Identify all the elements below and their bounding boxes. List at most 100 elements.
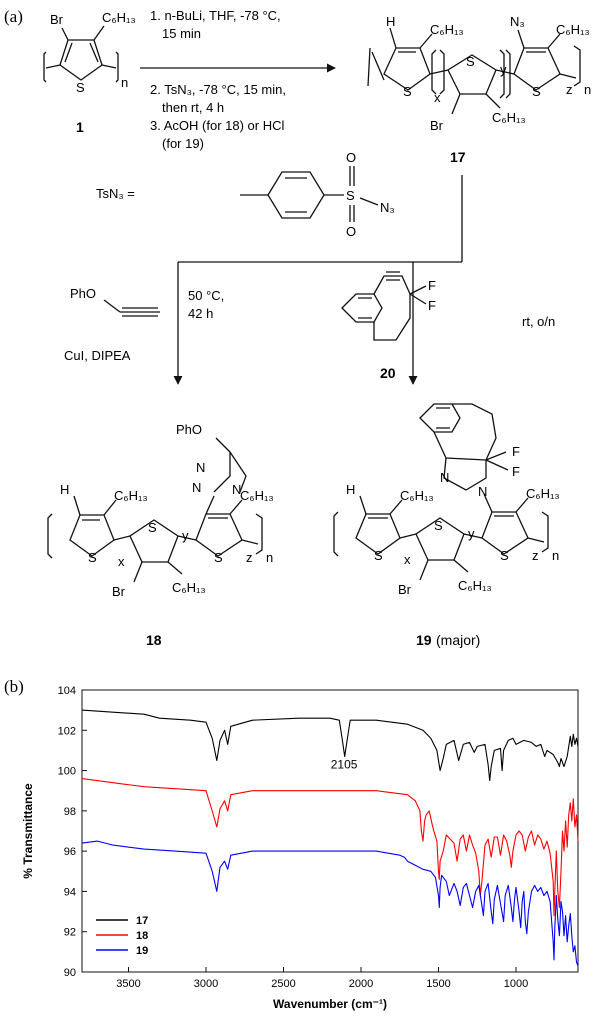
- c17-hexyl-2: C₆H₁₃: [556, 22, 590, 37]
- y-tick-label: 104: [58, 685, 76, 697]
- compound-1-br: Br: [50, 12, 64, 27]
- c17-n: n: [584, 82, 591, 97]
- x-tick-label: 3500: [116, 978, 140, 990]
- c17-hexyl-1: C₆H₁₃: [430, 22, 464, 37]
- c19-s-1: S: [374, 548, 383, 563]
- c18-z: z: [246, 550, 253, 565]
- tsn3-s: S: [346, 188, 355, 203]
- condition-step1: 1. n-BuLi, THF, -78 °C,: [150, 8, 281, 23]
- series-line-19: [81, 840, 579, 967]
- c19-br: Br: [398, 582, 412, 597]
- panel-b-label: (b): [4, 677, 24, 696]
- y-tick-label: 90: [64, 967, 76, 979]
- c19-hexyl-2: C₆H₁₃: [526, 486, 560, 501]
- tsn3-structure: [240, 166, 379, 222]
- legend-label-19: 19: [136, 945, 148, 957]
- c18-hexyl-1: C₆H₁₃: [114, 488, 148, 503]
- c17-s-2: S: [466, 54, 475, 69]
- c18-br: Br: [112, 584, 126, 599]
- c17-z: z: [566, 82, 573, 97]
- x-tick-label: 1000: [504, 978, 528, 990]
- c19-hexyl-1: C₆H₁₃: [400, 488, 434, 503]
- x-tick-label: 2000: [349, 978, 373, 990]
- branch-arrows: [173, 175, 463, 385]
- legend-label-17: 17: [136, 915, 148, 927]
- x-tick-label: 2500: [271, 978, 295, 990]
- series-line-18: [81, 778, 579, 917]
- compound-20-number: 20: [380, 365, 396, 381]
- compound-1-sulfur: S: [76, 80, 85, 95]
- x-axis-label: Wavenumber (cm⁻¹): [273, 997, 387, 1011]
- c19-n: n: [552, 548, 559, 563]
- y-tick-label: 96: [64, 846, 76, 858]
- chart-legend: 17 18 19: [96, 915, 148, 957]
- compound-19-structure: [333, 403, 549, 581]
- tsn3-label: TsN₃ =: [96, 186, 135, 201]
- reaction-scheme: (a) Br C₆H₁₃ S n 1 1. n-BuLi, THF, -78 °…: [4, 7, 591, 648]
- y-axis-label: % Transmittance: [21, 783, 35, 879]
- c20-f-1: F: [428, 278, 436, 293]
- compound-17-number: 17: [450, 149, 466, 165]
- x-tick-label: 1500: [426, 978, 450, 990]
- c18-n-2: N: [192, 480, 201, 495]
- c18-h: H: [60, 482, 69, 497]
- c18-hexyl-2: C₆H₁₃: [240, 488, 274, 503]
- c18-x: x: [118, 554, 125, 569]
- c18-pho: PhO: [176, 422, 202, 437]
- c17-h: H: [386, 14, 395, 29]
- tsn3-o-bottom: O: [346, 224, 356, 239]
- legend-label-18: 18: [136, 930, 148, 942]
- c19-f-1: F: [512, 444, 520, 459]
- c18-n-1: N: [196, 460, 205, 475]
- condition-step2: 2. TsN₃, -78 °C, 15 min,: [150, 82, 286, 97]
- c19-s-2: S: [434, 518, 443, 533]
- y-tick-label: 102: [58, 725, 76, 737]
- tsn3-o-top: O: [346, 150, 356, 165]
- c18-s-1: S: [88, 550, 97, 565]
- c19-x: x: [404, 552, 411, 567]
- y-tick-label: 98: [64, 806, 76, 818]
- series-line-17: [81, 709, 579, 782]
- c20-f-2: F: [428, 298, 436, 313]
- c19-z: z: [532, 548, 539, 563]
- compound-17-structure: [367, 27, 581, 115]
- c19-f-2: F: [512, 464, 520, 479]
- condition-step3: 3. AcOH (for 18) or HCl: [150, 118, 284, 133]
- c18-y: y: [182, 528, 189, 543]
- left-cond-2: 42 h: [188, 306, 213, 321]
- x-tick-label: 3000: [194, 978, 218, 990]
- c17-x: x: [434, 90, 441, 105]
- y-tick-label: 94: [64, 886, 76, 898]
- compound-1-structure: [43, 25, 119, 83]
- y-tick-label: 92: [64, 927, 76, 939]
- c19-y: y: [468, 526, 475, 541]
- c19-n-2: N: [478, 484, 487, 499]
- compound-19-number: 19: [416, 632, 432, 648]
- c17-n3: N₃: [510, 14, 525, 29]
- compound-1-number: 1: [76, 119, 84, 135]
- c17-hexyl-3: C₆H₁₃: [492, 110, 526, 125]
- condition-step2b: then rt, 4 h: [162, 100, 224, 115]
- c17-y: y: [500, 62, 507, 77]
- left-cond-1: 50 °C,: [188, 288, 224, 303]
- compound-18-structure: [47, 437, 263, 583]
- compound-18-number: 18: [146, 632, 162, 648]
- peak-annotation: 2105: [331, 758, 358, 772]
- c17-br: Br: [430, 118, 444, 133]
- c19-n-1: N: [440, 470, 449, 485]
- c17-s-3: S: [532, 84, 541, 99]
- condition-step3b: (for 19): [162, 136, 204, 151]
- c18-n-3: N: [232, 482, 241, 497]
- compound-1-hexyl: C₆H₁₃: [102, 10, 136, 25]
- right-cond: rt, o/n: [522, 314, 555, 329]
- propargyl-structure: [103, 299, 160, 317]
- c19-hexyl-3: C₆H₁₃: [458, 578, 492, 593]
- c18-n: n: [266, 550, 273, 565]
- c18-s-3: S: [214, 550, 223, 565]
- left-reagent-pho: PhO: [70, 286, 96, 301]
- c19-h: H: [346, 482, 355, 497]
- plot-frame: [81, 689, 579, 973]
- left-cond-3: CuI, DIPEA: [64, 348, 131, 363]
- compound-19-note: (major): [436, 632, 480, 648]
- c19-s-3: S: [500, 548, 509, 563]
